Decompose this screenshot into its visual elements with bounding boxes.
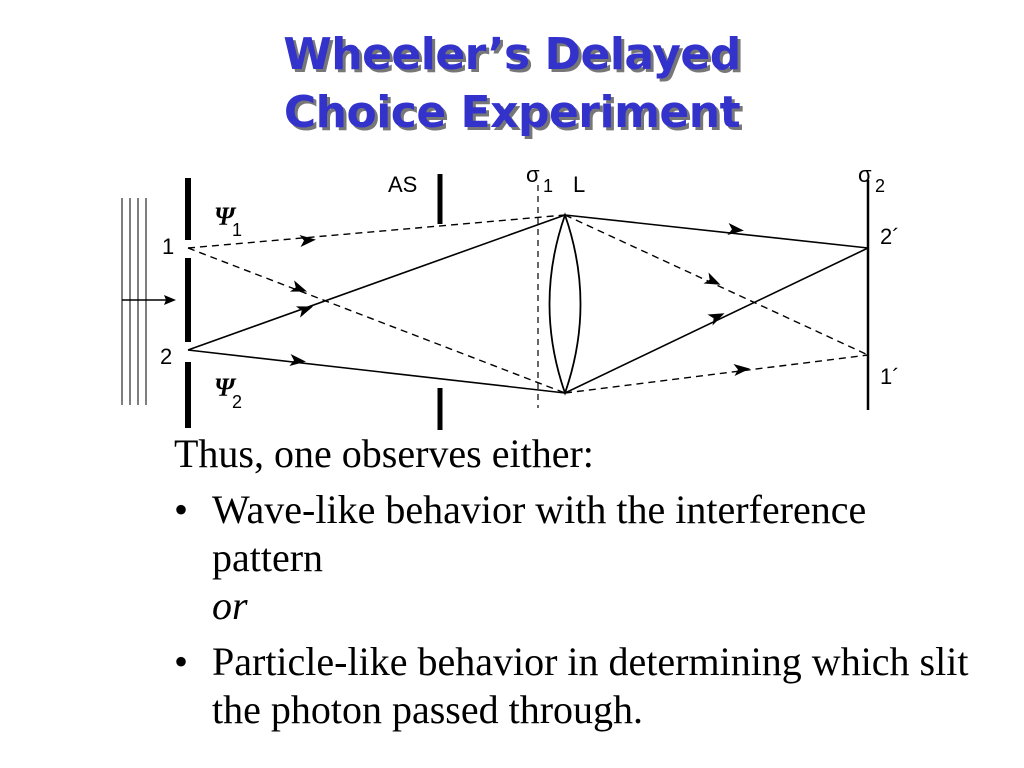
sigma1-subscript: 1 [543,176,553,196]
bullet-text-wave: Wave-like behavior with the interference… [212,487,867,580]
sigma2-subscript: 2 [875,176,885,196]
psi2-subscript: 2 [232,392,242,412]
psi1-label: Ψ [214,202,237,231]
psi1-subscript: 1 [232,220,242,240]
incident-wavefronts [121,198,147,405]
dashed-rays [187,214,869,394]
sigma2-label: σ [858,162,872,187]
sigma1-label: σ [526,162,540,187]
slide-title: Wheeler’s Delayed Choice Experiment [0,26,1024,142]
bullet-dot: • [174,639,189,684]
slit-2-label: 2 [160,344,172,369]
bullet-connector-or: or [212,583,248,628]
incident-arrow [122,295,176,305]
lead-line: Thus, one observes either: [174,431,594,476]
bullet-text-particle: Particle-like behavior in determining wh… [212,639,969,732]
image-1-label: 1´ [880,364,900,389]
bullet-item-wave: • Wave-like behavior with the interferen… [174,486,974,630]
delayed-choice-diagram: 1 2 Ψ 1 Ψ 2 AS σ 1 L σ 2 2´ 1´ [121,162,900,430]
bullet-item-particle: • Particle-like behavior in determining … [174,638,974,734]
bullet-dot: • [174,487,189,532]
aperture-stop-label: AS [388,172,417,197]
image-2-label: 2´ [880,224,900,249]
title-line-1: Wheeler’s Delayed [283,29,741,80]
psi2-label: Ψ [214,373,237,402]
body-text: Thus, one observes either: • Wave-like b… [174,430,974,742]
title-line-2: Choice Experiment [283,87,741,138]
slit-1-label: 1 [162,234,174,259]
solid-rays [187,214,869,394]
lens [548,212,582,396]
ray-arrowheads [289,223,750,376]
lens-label: L [573,172,585,197]
